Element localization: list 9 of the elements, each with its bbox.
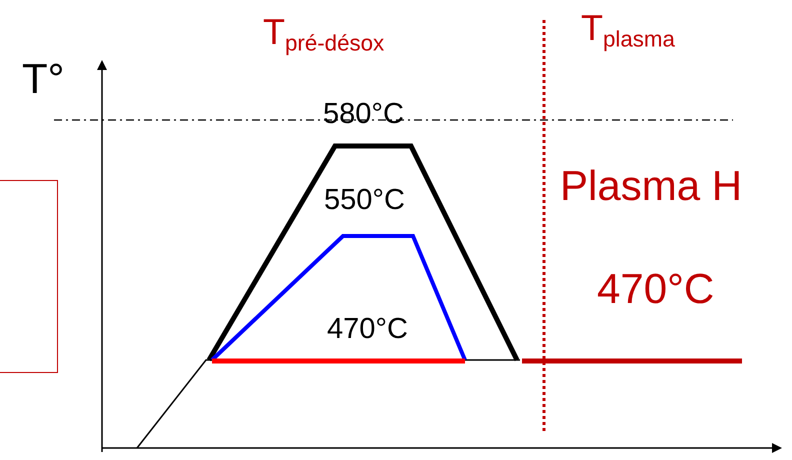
phase-label: T$_{plasma}$ <box>581 10 675 51</box>
temperature-label: 580°C <box>323 100 404 129</box>
phase-label: T$_{pré-désox}$ <box>263 14 384 55</box>
temperature-label: 550°C <box>324 186 405 215</box>
temperature-label: 470°C <box>327 315 408 344</box>
axis-label: T° <box>22 58 64 100</box>
process-label: Plasma H <box>560 165 742 207</box>
temperature-label: 470°C <box>597 268 714 310</box>
empty-box <box>0 180 58 373</box>
